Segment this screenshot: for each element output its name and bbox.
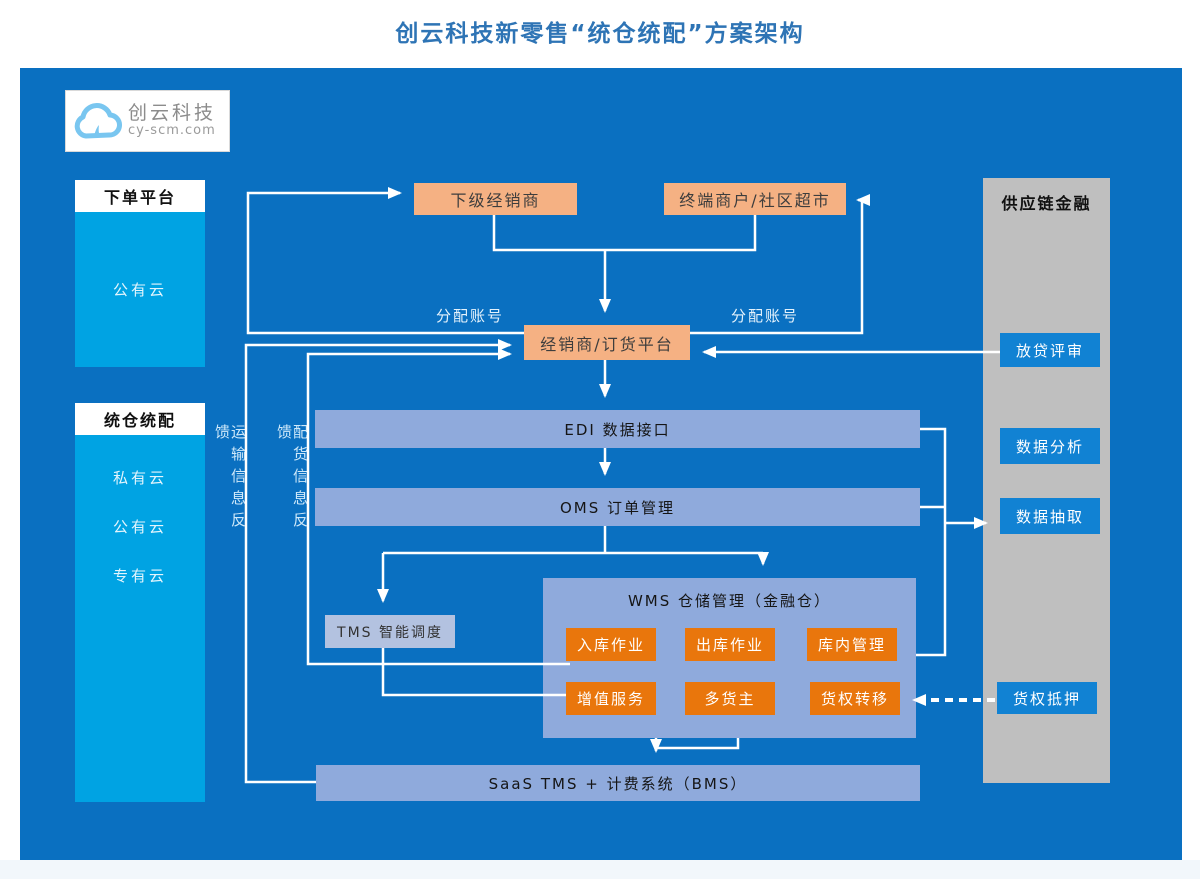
wms-module-value-added: 增值服务: [566, 682, 656, 715]
wms-module-outbound: 出库作业: [685, 628, 775, 661]
loan-review-box: 放贷评审: [1000, 333, 1100, 367]
cloud-logo-icon: [72, 96, 122, 146]
page-title: 创云科技新零售“统仓统配”方案架构: [395, 21, 805, 47]
wms-module-title-transfer: 货权转移: [810, 682, 900, 715]
wms-box: WMS 仓储管理（金融仓） 入库作业 出库作业 库内管理 增值服务 多货主 货权…: [543, 578, 916, 738]
saas-tms-bms-bar: SaaS TMS + 计费系统（BMS）: [316, 765, 920, 801]
wms-module-inbound: 入库作业: [566, 628, 656, 661]
tms-box: TMS 智能调度: [325, 615, 455, 648]
assign-account-label-left: 分配账号: [435, 307, 504, 325]
unified-warehouse-header: 统仓统配: [75, 403, 205, 435]
data-extract-box: 数据抽取: [1000, 498, 1100, 534]
terminal-merchant-box: 终端商户/社区超市: [664, 183, 846, 215]
company-logo: 创云科技 cy-scm.com: [65, 90, 230, 152]
public-cloud-label: 公有云: [112, 281, 167, 299]
oms-bar: OMS 订单管理: [315, 488, 920, 526]
edi-bar: EDI 数据接口: [315, 410, 920, 448]
distribution-feedback-label: 配货信息反馈: [275, 424, 309, 534]
distributor-order-platform-box: 经销商/订货平台: [524, 325, 690, 360]
order-platform-cloud: 公有云: [75, 212, 205, 367]
order-platform-header: 下单平台: [75, 180, 205, 212]
sub-distributor-box: 下级经销商: [414, 183, 577, 215]
private-cloud-label: 私有云: [112, 469, 167, 487]
goods-pledge-box: 货权抵押: [997, 682, 1097, 714]
unified-warehouse-cloud: 私有云 公有云 专有云: [75, 435, 205, 802]
wms-module-multi-owner: 多货主: [685, 682, 775, 715]
logo-name: 创云科技: [128, 102, 217, 125]
bottom-strip: [0, 860, 1200, 879]
dedicated-cloud-label: 专有云: [112, 567, 167, 585]
assign-account-label-right: 分配账号: [730, 307, 799, 325]
data-analysis-box: 数据分析: [1000, 428, 1100, 464]
supply-chain-finance-header: 供应链金融: [1001, 194, 1092, 213]
logo-domain: cy-scm.com: [128, 123, 216, 139]
public-cloud-label-2: 公有云: [112, 518, 167, 536]
wms-module-inventory: 库内管理: [807, 628, 897, 661]
wms-title: WMS 仓储管理（金融仓）: [627, 592, 832, 610]
transport-feedback-label: 运输信息反馈: [213, 424, 247, 534]
